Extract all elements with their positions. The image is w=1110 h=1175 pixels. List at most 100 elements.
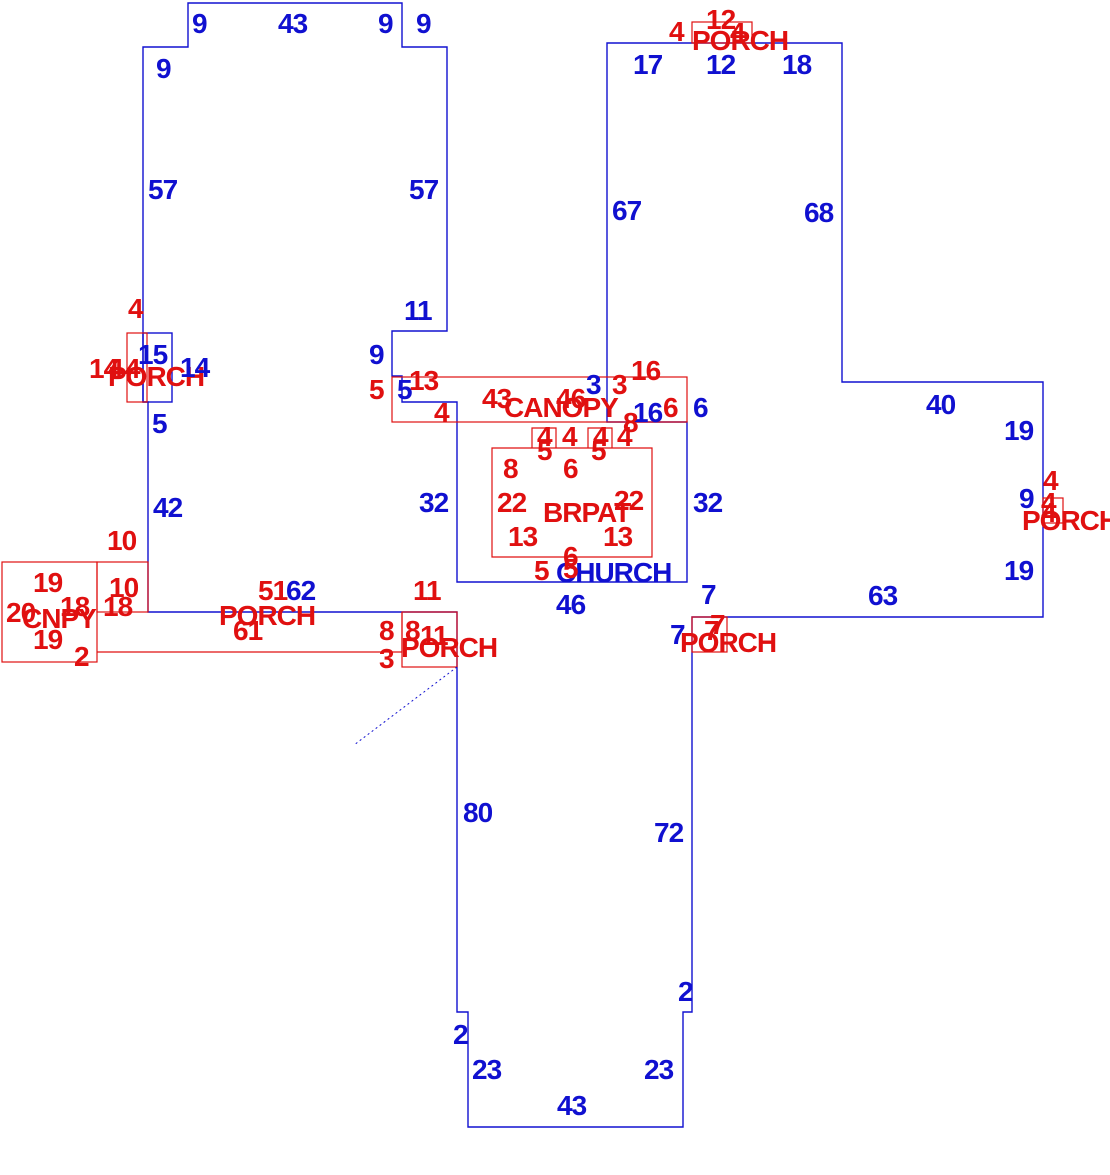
dim-label: 4 <box>125 353 141 384</box>
porch-center-outline <box>401 611 458 668</box>
porch-center-label: PORCH <box>401 632 497 663</box>
dim-label: 12 <box>706 4 736 35</box>
dim-label: 80 <box>463 797 493 828</box>
porch-top-label: PORCH <box>692 25 788 56</box>
dim-label: 2 <box>74 641 89 672</box>
dim-label: 5 <box>537 435 552 466</box>
dim-label: 11 <box>420 620 448 651</box>
dim-label: 4 <box>669 16 685 47</box>
dim-label: 43 <box>557 1090 587 1121</box>
dim-label: 22 <box>497 487 527 518</box>
canopy-label: CANOPY <box>504 392 619 423</box>
dim-label: 19 <box>1004 415 1034 446</box>
dim-label: 5 <box>397 374 412 405</box>
dim-label: 4 <box>537 421 553 452</box>
dim-label: 5 <box>534 555 549 586</box>
dim-label: 40 <box>926 389 956 420</box>
dim-label: 9 <box>1019 483 1034 514</box>
dim-label: 72 <box>654 817 684 848</box>
dim-label: 13 <box>603 521 633 552</box>
dim-label: 4 <box>1043 465 1059 496</box>
dim-label: 32 <box>419 487 449 518</box>
dim-label: 18 <box>60 591 90 622</box>
dim-label: 2 <box>453 1019 468 1050</box>
cnpy-label: CNPY <box>22 603 97 634</box>
dim-label: 14 <box>89 353 120 384</box>
dim-label: 8 <box>503 453 518 484</box>
dim-label: 13 <box>508 521 538 552</box>
church-label: CHURCH <box>556 557 671 588</box>
porch-left-label: PORCH <box>108 361 204 392</box>
dim-label: 5 <box>563 553 578 584</box>
dim-label: 5 <box>591 435 606 466</box>
brpat-outline <box>491 427 653 558</box>
dim-label: 18 <box>782 49 812 80</box>
dim-label: 62 <box>286 575 316 606</box>
dim-label: 8 <box>623 407 638 438</box>
dim-label: 6 <box>563 453 578 484</box>
dim-label: 11 <box>413 575 441 606</box>
dim-label: 16 <box>631 355 661 386</box>
dim-label: 61 <box>233 615 263 646</box>
dim-label: 57 <box>148 174 178 205</box>
nw-wing-outline <box>142 2 1044 1128</box>
dim-label: 2 <box>678 976 693 1007</box>
dim-label: 43 <box>278 8 308 39</box>
canopy-outline <box>391 376 688 423</box>
dim-label: 6 <box>663 392 678 423</box>
dim-label: 12 <box>706 49 736 80</box>
dim-label: 4 <box>617 421 633 452</box>
dim-label: 46 <box>556 383 586 414</box>
dim-label: 8 <box>379 615 394 646</box>
brpat-label: BRPAT <box>543 497 631 528</box>
porch-west-label: PORCH <box>219 600 315 631</box>
porch-east-entry-label: PORCH <box>680 627 776 658</box>
area-labels: PORCH PORCH CANOPY BRPAT CHURCH CNPY POR… <box>22 25 1110 663</box>
dim-label: 42 <box>153 492 183 523</box>
dim-label: 4 <box>593 421 609 452</box>
dim-label: 43 <box>482 383 512 414</box>
dim-label: 7 <box>701 579 716 610</box>
dim-label: 4 <box>434 397 450 428</box>
dim-label: 10 <box>107 525 137 556</box>
dim-label: 13 <box>409 365 439 396</box>
dim-label: 7 <box>710 609 725 640</box>
dim-label: 15 <box>138 339 168 370</box>
dim-label: 46 <box>556 589 586 620</box>
dim-label: 57 <box>409 174 439 205</box>
dim-label: 6 <box>563 541 578 572</box>
dim-label: 7 <box>670 619 685 650</box>
dim-label: 16 <box>633 397 663 428</box>
dim-label: 67 <box>612 195 642 226</box>
nw-jog-box <box>142 332 173 403</box>
dim-label: 19 <box>1004 555 1034 586</box>
dim-label: 19 <box>33 624 63 655</box>
dim-label: 22 <box>614 485 644 516</box>
porch-right-label: PORCH <box>1022 505 1110 536</box>
dim-label: 19 <box>33 567 63 598</box>
dim-label: 18 <box>103 591 133 622</box>
cnpy-inner-outline <box>96 561 149 613</box>
porch-top-outline <box>691 21 753 44</box>
dim-label: 10 <box>109 572 139 603</box>
dim-label: 3 <box>379 643 394 674</box>
dim-label: 20 <box>6 597 36 628</box>
dim-label: 9 <box>192 8 207 39</box>
dim-label: 32 <box>693 487 723 518</box>
dim-label: 4 <box>730 17 746 48</box>
dim-label: 6 <box>693 392 708 423</box>
dim-label: 23 <box>644 1054 674 1085</box>
dim-label: 3 <box>586 369 601 400</box>
dim-label: 5 <box>152 408 167 439</box>
dim-label: 7 <box>704 615 719 646</box>
dim-label: 9 <box>378 8 393 39</box>
dim-label: 17 <box>633 49 663 80</box>
dim-label: 9 <box>156 53 171 84</box>
dim-label: 23 <box>472 1054 502 1085</box>
additions-outlines <box>1 21 1064 746</box>
porch-left-outline <box>126 332 148 403</box>
dim-label: 4 <box>1041 497 1057 528</box>
dim-label: 4 <box>108 353 124 384</box>
dim-label: 63 <box>868 580 898 611</box>
